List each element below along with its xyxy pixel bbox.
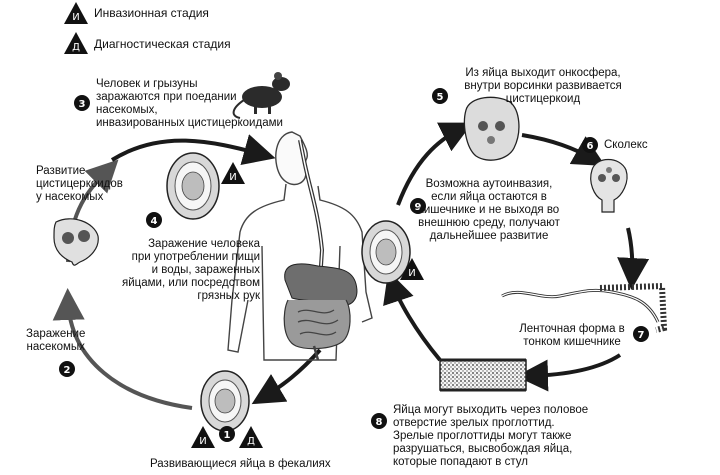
step-badge-2: 2 bbox=[59, 361, 75, 377]
digestive-tract bbox=[283, 263, 358, 361]
arrow-proglottid-to-egg bbox=[383, 270, 442, 362]
step-6-text: Сколекс bbox=[604, 139, 648, 151]
invasive-stage-triangle-icon: И bbox=[400, 258, 424, 280]
step-badge-3: 3 bbox=[74, 95, 90, 111]
cysticercoid-development-label: Развитие цистицеркоидов у насекомых bbox=[36, 165, 123, 203]
arrow-tapeworm-to-proglottid bbox=[516, 353, 622, 392]
step-badge-7: 7 bbox=[633, 326, 649, 342]
svg-text:5: 5 bbox=[437, 92, 444, 103]
svg-text:9: 9 bbox=[415, 202, 422, 213]
arrow-egg-to-villus bbox=[396, 122, 473, 206]
arrow-insect-to-human bbox=[110, 134, 276, 166]
step-9-text: Возможна аутоинвазия, если яйца остаются… bbox=[418, 178, 560, 242]
rat-illustration bbox=[232, 72, 290, 119]
diagnostic-stage-triangle-icon: Д bbox=[239, 426, 263, 448]
triangle-letter: И bbox=[408, 268, 415, 279]
invasive-stage-triangle-icon: И bbox=[221, 162, 245, 184]
step-badge-6: 6 bbox=[582, 137, 598, 153]
egg-illustration-bottom bbox=[200, 370, 250, 432]
triangle-letter: Д bbox=[72, 42, 80, 53]
arrow-egg-to-insect bbox=[52, 288, 193, 410]
legend-diagnostic-label: Диагностическая стадия bbox=[94, 37, 231, 51]
egg-illustration-middle bbox=[361, 220, 411, 284]
step-5-text: Из яйца выходит онкосфера, внутри ворсин… bbox=[464, 67, 622, 105]
step-badge-1: 1 bbox=[219, 426, 235, 442]
egg-illustration-top bbox=[166, 152, 220, 220]
arrow-human-to-egg bbox=[251, 348, 322, 405]
step-3-text: Человек и грызуны заражаются при поедани… bbox=[96, 78, 283, 129]
proglottid-illustration bbox=[439, 358, 527, 392]
step-1-text: Развивающиеся яйца в фекалиях bbox=[150, 458, 331, 470]
svg-text:8: 8 bbox=[376, 417, 383, 428]
invasive-stage-triangle-icon: И bbox=[191, 426, 215, 448]
svg-text:2: 2 bbox=[64, 365, 71, 376]
legend-invasive-triangle-icon: И bbox=[64, 2, 88, 24]
svg-text:7: 7 bbox=[638, 330, 645, 341]
triangle-letter: Д bbox=[247, 436, 255, 447]
human-figure bbox=[227, 131, 373, 361]
arrow-villus-to-scolex bbox=[521, 133, 606, 166]
step-4-text: Заражение человека при употреблении пищи… bbox=[122, 238, 261, 302]
step-badge-9: 9 bbox=[410, 198, 426, 214]
step-badge-4: 4 bbox=[146, 212, 162, 228]
step-badge-5: 5 bbox=[432, 88, 448, 104]
cysticercoid-insect-illustration bbox=[53, 218, 99, 266]
svg-text:1: 1 bbox=[224, 430, 231, 441]
step-8-text: Яйца могут выходить через половое отверс… bbox=[393, 404, 589, 468]
scolex-illustration bbox=[590, 158, 628, 213]
triangle-letter: И bbox=[199, 436, 206, 447]
step-2-text: Заражение насекомых bbox=[26, 328, 86, 353]
triangle-letter: И bbox=[72, 12, 79, 23]
step-7-text: Ленточная форма в тонком кишечнике bbox=[519, 323, 625, 348]
villus-illustration bbox=[463, 96, 520, 161]
step-badge-8: 8 bbox=[371, 413, 387, 429]
svg-text:6: 6 bbox=[587, 141, 594, 152]
svg-text:3: 3 bbox=[79, 99, 86, 110]
tapeworm-illustration bbox=[501, 282, 668, 333]
svg-text:4: 4 bbox=[151, 216, 158, 227]
arrow-scolex-to-tapeworm bbox=[617, 227, 650, 290]
legend-diagnostic-triangle-icon: Д bbox=[64, 32, 88, 54]
legend-invasive-label: Инвазионная стадия bbox=[94, 6, 209, 20]
triangle-letter: И bbox=[229, 172, 236, 183]
